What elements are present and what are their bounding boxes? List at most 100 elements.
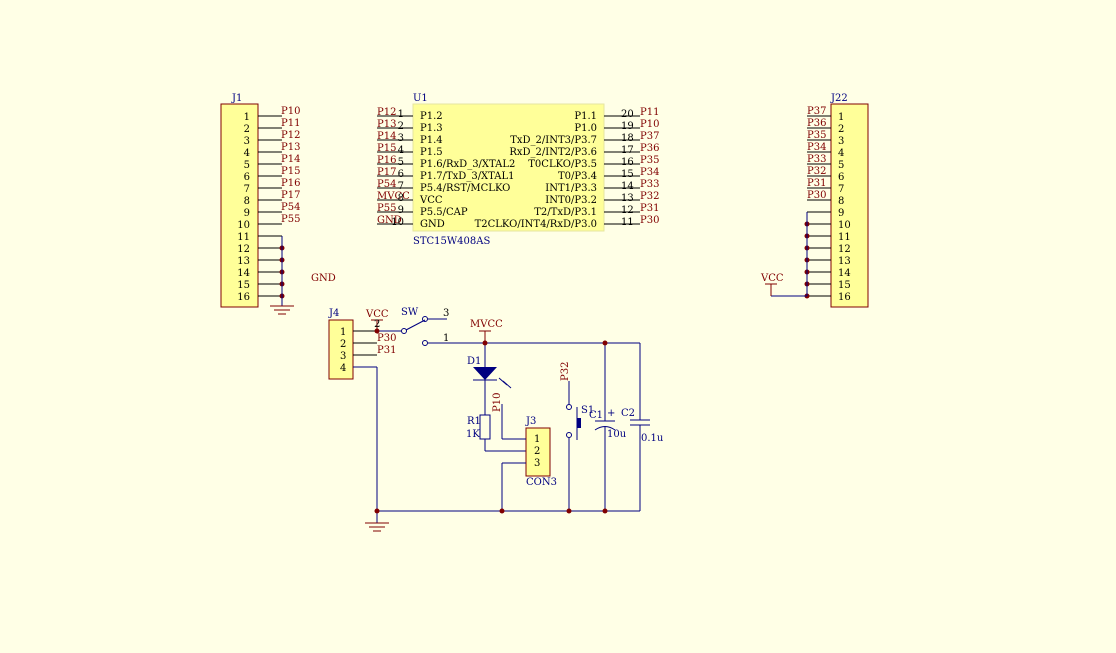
u1-left-net: P15 bbox=[377, 143, 396, 154]
j22-pin-number: 9 bbox=[838, 208, 844, 219]
junctions bbox=[374, 328, 608, 514]
u1-left-net: P17 bbox=[377, 167, 396, 178]
j22-net-label: P31 bbox=[807, 178, 826, 189]
u1-right-pin-number: 11 bbox=[621, 217, 634, 228]
u1-left-pin-name: P5.5/CAP bbox=[420, 207, 468, 218]
j22-pin-number: 3 bbox=[838, 136, 844, 147]
u1-right-net: P11 bbox=[640, 107, 659, 118]
u1-left-net: P13 bbox=[377, 119, 396, 130]
j1-pin-number: 9 bbox=[244, 208, 250, 219]
j1-pin-number: 16 bbox=[237, 292, 250, 303]
j4-vcc-label: VCC bbox=[365, 309, 389, 320]
d1-net: P10 bbox=[492, 393, 503, 412]
j1-gnd-symbol bbox=[270, 305, 294, 315]
c2-ref: C2 bbox=[621, 408, 635, 419]
j4-pin-number: 3 bbox=[340, 351, 346, 362]
s1-net: P32 bbox=[560, 362, 571, 381]
u1-left-pin-number: 7 bbox=[398, 181, 404, 192]
sw-pin-1: 1 bbox=[443, 333, 449, 344]
junction bbox=[499, 508, 505, 514]
u1-left-pin-name: P1.6/RxD_3/XTAL2 bbox=[420, 159, 515, 170]
sw-ref: SW bbox=[401, 307, 419, 318]
j1-net-label: P13 bbox=[281, 142, 300, 153]
j1-pin-number: 13 bbox=[237, 256, 250, 267]
j4-net-p31: P31 bbox=[377, 345, 396, 356]
j4-pin-number: 1 bbox=[340, 327, 346, 338]
led-triangle bbox=[473, 367, 497, 380]
c2-value: 0.1u bbox=[641, 433, 664, 444]
u1-right-pin-number: 16 bbox=[621, 157, 634, 168]
u1-left-pin-name: P1.3 bbox=[420, 123, 443, 134]
j4-pin-number: 2 bbox=[340, 339, 346, 350]
j1-net-label: P55 bbox=[281, 214, 300, 225]
junction bbox=[602, 508, 608, 514]
j1-net-label: P17 bbox=[281, 190, 300, 201]
j1-pin-number: 3 bbox=[244, 136, 250, 147]
c1-plus: + bbox=[607, 408, 615, 419]
u1-right-pin-name: TxD_2/INT3/P3.7 bbox=[510, 135, 597, 146]
sw-contact-top bbox=[422, 316, 428, 322]
j22-pin-number: 14 bbox=[838, 268, 851, 279]
u1-right-pin-number: 20 bbox=[621, 109, 634, 120]
j22-pin-number: 4 bbox=[838, 148, 844, 159]
u1-right-pin-name: T2/TxD/P3.1 bbox=[534, 207, 597, 218]
u1-part: STC15W408AS bbox=[413, 236, 490, 247]
j22-net-label: P32 bbox=[807, 166, 826, 177]
main-gnd-symbol bbox=[365, 522, 389, 532]
j1-net-label: P10 bbox=[281, 106, 300, 117]
s1-ref: S1 bbox=[581, 405, 594, 416]
u1-left-pin-number: 2 bbox=[398, 121, 404, 132]
j22-pin-number: 7 bbox=[838, 184, 844, 195]
capacitor-c2: C2 0.1u bbox=[621, 343, 664, 511]
j1-net-label: P54 bbox=[281, 202, 300, 213]
j22-net-label: P37 bbox=[807, 106, 826, 117]
sw-pin-3: 3 bbox=[443, 308, 449, 319]
j1-gnd-label: GND bbox=[311, 273, 336, 284]
u1-left-net: P14 bbox=[377, 131, 396, 142]
connector-j1: J1 1P102P113P124P135P146P157P168P179P541… bbox=[220, 93, 336, 315]
u1-left-net: MVCC bbox=[377, 191, 410, 202]
capacitor-c1: C1 + 10u bbox=[589, 343, 627, 511]
j4-pin-number: 4 bbox=[340, 363, 346, 374]
j1-pin-number: 2 bbox=[244, 124, 250, 135]
u1-left-net: GND bbox=[377, 215, 402, 226]
j3-part: CON3 bbox=[526, 477, 557, 488]
u1-left-pin-number: 5 bbox=[398, 157, 404, 168]
j3-pin-1: 1 bbox=[534, 434, 540, 445]
j1-net-label: P11 bbox=[281, 118, 300, 129]
j1-pin-number: 11 bbox=[237, 232, 250, 243]
u1-right-net: P37 bbox=[640, 131, 659, 142]
j3-ref: J3 bbox=[525, 416, 536, 427]
sw-pole bbox=[401, 328, 407, 334]
u1-right-pin-number: 19 bbox=[621, 121, 634, 132]
u1-ref: U1 bbox=[413, 93, 428, 104]
u1-right-net: P34 bbox=[640, 167, 659, 178]
u1-right-net: P36 bbox=[640, 143, 659, 154]
u1-left-pin-number: 8 bbox=[398, 193, 404, 204]
j22-pin-number: 1 bbox=[838, 112, 844, 123]
j22-pin-number: 6 bbox=[838, 172, 844, 183]
d1-ref: D1 bbox=[467, 356, 481, 367]
j22-pin-number: 15 bbox=[838, 280, 851, 291]
r1-body bbox=[479, 414, 491, 440]
u1-right-pin-number: 14 bbox=[621, 181, 634, 192]
resistor-r1: R1 1K bbox=[466, 414, 526, 452]
j22-pin-number: 13 bbox=[838, 256, 851, 267]
u1-right-net: P33 bbox=[640, 179, 659, 190]
button-s1: P32 S1 bbox=[560, 362, 594, 511]
j22-net-label: P33 bbox=[807, 154, 826, 165]
u1-left-pin-number: 9 bbox=[398, 205, 404, 216]
j1-pin-number: 15 bbox=[237, 280, 250, 291]
j22-pin-number: 5 bbox=[838, 160, 844, 171]
u1-left-pin-number: 10 bbox=[391, 217, 404, 228]
u1-right-pin-name: T0CLKO/P3.5 bbox=[528, 159, 597, 170]
led-d1: D1 P10 bbox=[467, 343, 512, 415]
junction bbox=[566, 508, 572, 514]
j3-pin-3: 3 bbox=[534, 458, 540, 469]
j22-ref: J22 bbox=[830, 93, 848, 104]
u1-right-net: P35 bbox=[640, 155, 659, 166]
sw-contact-bottom bbox=[422, 340, 428, 346]
j22-vcc-label: VCC bbox=[760, 273, 784, 284]
j4-ref: J4 bbox=[328, 308, 339, 319]
